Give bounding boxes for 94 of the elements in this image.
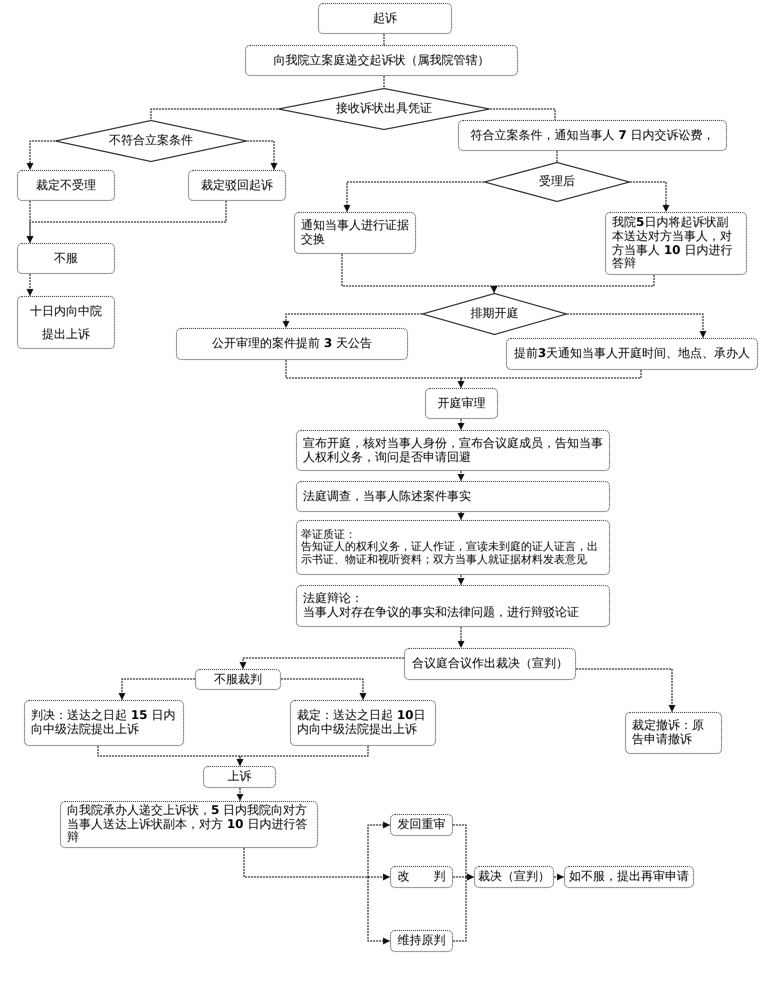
step-text: 不服 [54, 252, 78, 266]
process-box [203, 766, 276, 788]
process-box [425, 388, 498, 419]
step-heading: 法庭辩论： [303, 592, 363, 606]
arrow [458, 626, 464, 648]
process-box [24, 700, 184, 746]
process-box [245, 45, 518, 76]
arrow [344, 182, 484, 212]
arrow [458, 512, 464, 520]
process-box [564, 866, 694, 888]
process-box [458, 120, 727, 151]
step-text: 合议庭合议作出裁决（宣判） [412, 657, 568, 671]
process-box [390, 814, 453, 836]
process-box [188, 170, 286, 201]
process-box [17, 296, 115, 349]
step-text: 符合立案条件，通知当事人 7 日内交诉讼费， [470, 128, 714, 142]
connector-line [556, 150, 558, 162]
step-text: 提前3天通知当事人开庭时间、地点、承办人 [514, 347, 750, 361]
step-text: 我院5日内将起诉状副本送达对方当事人，对方当事人 10 日内进行答辩 [612, 216, 734, 272]
process-box [17, 170, 115, 201]
process-box [60, 801, 318, 848]
decision-text: 受理后 [539, 175, 575, 189]
step-text: 改 判 [398, 870, 446, 884]
process-box [318, 3, 452, 34]
step-text: 裁定不受理 [36, 178, 96, 192]
decision-diamond [55, 120, 247, 162]
arrow [566, 314, 706, 338]
arrow [26, 200, 226, 244]
arrow [458, 370, 642, 388]
process-box [390, 930, 453, 952]
step-text: 向我院立案庭递交起诉状（属我院管辖） [274, 54, 490, 68]
arrow [630, 182, 670, 212]
decision-diamond [484, 162, 630, 202]
step-text: 开庭审理 [438, 396, 486, 410]
step-text: 宣布开庭，核对当事人身份，宣布合议庭成员，告知当事人权利义务，询问是否申请回避 [303, 436, 603, 464]
step-text: 不服裁判 [214, 672, 262, 686]
arrow [452, 874, 474, 942]
arrow [458, 418, 464, 430]
decision-text: 接收诉状出具凭证 [336, 102, 432, 116]
process-box [506, 338, 758, 370]
process-box [294, 212, 416, 254]
connector-line [490, 108, 556, 120]
process-box [390, 866, 453, 888]
step-text: 通知当事人进行证据交换 [301, 219, 409, 247]
step-text: 裁定驳回起诉 [201, 178, 273, 192]
arrow [244, 848, 390, 944]
step-text: 法庭调查，当事人陈述案件事实 [303, 490, 471, 504]
arrow [554, 874, 564, 880]
arrow [26, 274, 34, 296]
process-box [176, 328, 408, 360]
arrow [490, 274, 654, 294]
step-text: 告知证人的权利义务，证人作证，宣读未到庭的证人证言，出示书证、物证和视听资料；双方当事人就证据材料发表意见 [301, 541, 599, 566]
process-box [605, 212, 747, 275]
step-text: 裁定：送达之日起 10日内向中级法院提出上诉 [297, 709, 427, 737]
decision-diamond [422, 293, 567, 335]
process-box [296, 430, 610, 471]
step-text: 起诉 [373, 12, 397, 26]
process-box [474, 866, 554, 888]
arrow [282, 314, 422, 328]
process-box [625, 712, 722, 754]
process-box [290, 700, 436, 746]
arrow [118, 678, 196, 700]
arrow [576, 668, 676, 712]
arrow [286, 360, 464, 388]
arrow [236, 788, 244, 802]
decision-text: 不符合立案条件 [109, 134, 193, 148]
decision-diamond [278, 88, 490, 130]
step-text: 上诉 [228, 770, 252, 784]
step-text: 发回重审 [398, 818, 446, 832]
process-box [296, 481, 610, 512]
arrow [236, 746, 368, 766]
arrow [26, 140, 56, 170]
process-box [17, 243, 115, 274]
step-text: 判决：送达之日起 15 日内向中级法院提出上诉 [31, 709, 176, 737]
step-text: 当事人对存在争议的事实和法律问题，进行辩驳论证 [303, 606, 579, 620]
step-text: 向我院承办人递交上诉状，5 日内我院向对方当事人送达上诉状副本，对方 10 日内进行答辩 [67, 804, 308, 846]
connector-line [150, 108, 278, 120]
step-text: 十日内向中院提出上诉 [29, 302, 103, 342]
step-text: 如不服，提出再审申请 [569, 870, 689, 884]
arrow [280, 678, 366, 700]
decision-text: 排期开庭 [470, 307, 518, 321]
process-box [296, 585, 610, 627]
process-box [296, 520, 610, 575]
step-heading: 举证质证： [301, 528, 356, 541]
arrow [240, 658, 404, 670]
step-text: 裁决（宣判） [478, 870, 550, 884]
arrow [458, 574, 464, 586]
arrow [458, 470, 464, 482]
step-text: 维持原判 [398, 934, 446, 948]
process-box [404, 648, 576, 680]
step-text: 公开审理的案件提前 3 天公告 [212, 337, 372, 351]
process-box [195, 669, 281, 690]
step-text: 裁定撤诉：原告申请撤诉 [632, 719, 705, 747]
arrow [246, 140, 278, 170]
